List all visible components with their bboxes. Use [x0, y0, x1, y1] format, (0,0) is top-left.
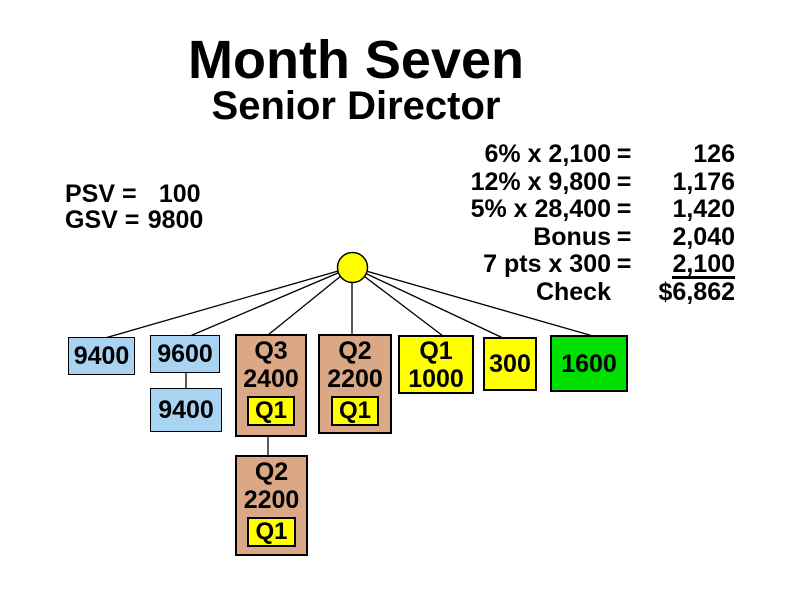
node-label: 9400 — [158, 396, 214, 424]
gsv-label: GSV = — [65, 206, 140, 234]
tree-node-6: 300 — [483, 337, 537, 391]
tree-node-3: Q3 2400 Q1 — [235, 334, 307, 437]
equals-sign: = — [616, 140, 632, 168]
connector-line — [351, 266, 444, 337]
equals-sign: = — [616, 195, 632, 223]
connector-line — [267, 266, 353, 336]
node-label: 2400 — [243, 365, 299, 393]
connector-line — [351, 266, 594, 337]
tree-node-7: 1600 — [550, 335, 628, 392]
q1-badge: Q1 — [246, 396, 295, 426]
equals-sign: = — [616, 167, 632, 196]
q1-badge: Q1 — [247, 517, 296, 547]
psv-value: 100 — [158, 180, 201, 208]
calc-expr: 12% x 9,800 — [470, 167, 611, 196]
root-node-circle — [336, 251, 369, 284]
node-label: Q2 — [254, 458, 289, 486]
calc-value: 1,420 — [672, 195, 735, 223]
slide-title: Month Seven — [187, 30, 525, 90]
connector-line — [189, 266, 353, 337]
equals-sign: = — [616, 250, 632, 278]
gsv-row: GSV = 9800 — [65, 207, 203, 233]
psv-row: PSV = 100 — [65, 181, 203, 207]
calc-value: 1,176 — [672, 167, 735, 196]
connector-line — [351, 266, 504, 339]
node-label: 2200 — [243, 486, 300, 514]
calc-row-bonus: Bonus = 2,040 — [450, 222, 735, 252]
tree-node-1: 9400 — [68, 337, 135, 375]
node-label: 1600 — [561, 349, 617, 378]
node-label: Q3 — [254, 337, 288, 365]
slide-subtitle: Senior Director — [211, 84, 501, 128]
calc-row-5pct: 5% x 28,400 = 1,420 — [450, 195, 735, 224]
tree-node-3-child: Q2 2200 Q1 — [235, 455, 308, 556]
psv-label: PSV = — [65, 180, 137, 208]
calc-expr: 6% x 2,100 — [484, 140, 612, 168]
node-label: 9600 — [157, 340, 213, 368]
psv-gsv-stats: PSV = 100 GSV = 9800 — [65, 181, 203, 233]
node-label: 300 — [489, 350, 531, 378]
q1-badge: Q1 — [330, 396, 379, 426]
node-label: Q1 — [419, 336, 453, 365]
calc-value-underlined: 2,100 — [672, 250, 735, 279]
commission-calculations: 6% x 2,100 = 126 12% x 9,800 = 1,176 5% … — [450, 140, 736, 307]
calc-row-check-total: Check $6,862 — [450, 278, 735, 307]
node-label: 2200 — [327, 365, 383, 393]
gsv-value: 9800 — [147, 206, 204, 234]
node-label: 1000 — [408, 364, 464, 393]
calc-expr: 7 pts x 300 — [483, 250, 611, 278]
tree-node-4: Q2 2200 Q1 — [318, 334, 392, 434]
calc-value: 126 — [693, 140, 735, 168]
tree-node-5: Q1 1000 — [398, 335, 474, 394]
connector-line — [104, 266, 353, 339]
tree-node-2-child: 9400 — [150, 388, 222, 432]
calc-row-points: 7 pts x 300 = 2,100 — [450, 250, 735, 279]
calc-row-12pct: 12% x 9,800 = 1,176 — [450, 167, 735, 197]
node-label: Q2 — [338, 337, 372, 365]
calc-value: $6,862 — [658, 278, 735, 306]
calc-expr: 5% x 28,400 — [470, 195, 611, 223]
node-label: 9400 — [73, 342, 130, 370]
calc-expr: Bonus — [533, 222, 611, 251]
calc-row-6pct: 6% x 2,100 = 126 — [450, 140, 736, 169]
equals-sign: = — [616, 222, 632, 251]
tree-node-2: 9600 — [150, 335, 220, 373]
calc-value: 2,040 — [672, 222, 735, 251]
calc-expr: Check — [535, 278, 611, 306]
